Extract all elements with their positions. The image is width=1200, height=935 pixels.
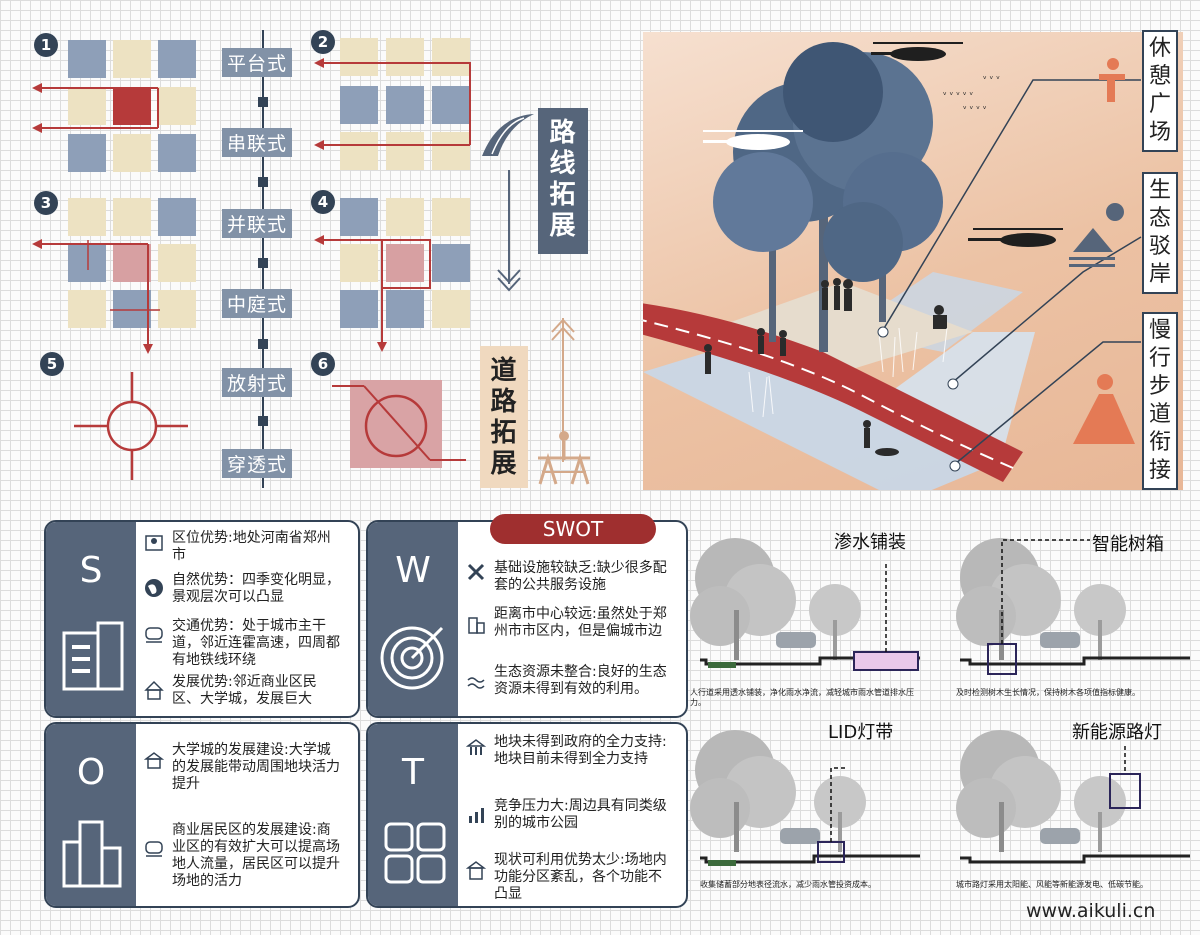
axis-marker <box>258 339 268 349</box>
tools-icon <box>467 563 485 581</box>
section-title: LID灯带 <box>828 722 894 743</box>
section-smart-tree-box: 智能树箱 及时检测树木生长情况，保持树木各项值指标健康。 <box>950 520 1195 716</box>
strength-item: 区位优势:地处河南省郑州市 <box>172 530 331 563</box>
route-type-label: 平台式 <box>222 48 293 77</box>
threats-letter: T <box>402 752 424 793</box>
school-icon <box>144 752 164 769</box>
section-title: 新能源路灯 <box>1072 722 1162 743</box>
section-caption: 城市路灯采用太阳能、风能等新能源发电、低碳节能。 <box>956 880 1148 889</box>
train-icon <box>145 841 163 857</box>
road-expand-label: 道路拓展 <box>480 346 528 488</box>
building-icon <box>62 621 124 691</box>
arrows-diagram-2 <box>314 58 471 150</box>
arrows-diagram-3 <box>32 239 160 354</box>
section-lid-light-strip: LID灯带 收集储蓄部分地表径流水，减少雨水管投资成本。 <box>690 712 940 902</box>
radial-diagram-5 <box>74 372 188 480</box>
swot-strengths: S 区位优势:地处河南省郑州市 自然优势：四季变化明显，景观层次可以凸显 交通优… <box>44 520 360 718</box>
weaknesses-letter: W <box>395 550 431 591</box>
section-caption: 收集储蓄部分地表径流水，减少雨水管投资成本。 <box>700 880 876 889</box>
route-type-label: 穿透式 <box>222 449 293 478</box>
section-illustration <box>956 730 1190 864</box>
grid-apps-icon <box>384 822 446 884</box>
svg-text:ᵛ ᵛ ᵛ: ᵛ ᵛ ᵛ <box>983 75 1000 85</box>
strength-item: 交通优势：处于城市主干道，邻近连霍高速，四周都有地铁线环绕 <box>172 618 340 668</box>
section-caption: 人行道采用透水铺装，净化雨水净流，减轻城市雨水管道排水压力。 <box>690 688 914 707</box>
route-type-label: 放射式 <box>222 368 293 397</box>
strengths-letter: S <box>79 550 103 591</box>
road-curve-icon <box>482 114 534 156</box>
arrows-diagram-4 <box>314 235 431 352</box>
section-title: 智能树箱 <box>1092 534 1164 555</box>
threat-item: 竞争压力大:周边具有同类级别的城市公园 <box>494 798 667 831</box>
axis-marker <box>258 258 268 268</box>
watermark: www.aikuli.cn <box>1026 900 1156 922</box>
swot-weaknesses: W 基础设施较缺乏:缺少很多配套的公共服务设施 距离市中心较远:虽然处于郑州市市… <box>366 520 688 718</box>
skyscraper-icon <box>62 820 122 888</box>
penetrate-diagram-6 <box>332 385 466 461</box>
opportunities-letter: O <box>76 752 106 793</box>
plaza-illustration: ᵛ ᵛ ᵛ ᵛ ᵛ ᵛ ᵛ ᵛ ᵛ ᵛ ᵛ ᵛ <box>632 42 1142 502</box>
section-illustration <box>690 730 920 866</box>
badge-5: 5 <box>40 352 64 376</box>
bridge-icon <box>538 431 590 485</box>
swot-opportunities: O 大学城的发展建设:大学城的发展能带动周围地块活力提升 商业居民区的发展建设:… <box>44 722 360 908</box>
government-icon <box>466 739 486 755</box>
axis-marker <box>258 177 268 187</box>
opportunity-item: 大学城的发展建设:大学城的发展能带动周围地块活力提升 <box>172 742 340 792</box>
opportunity-item: 商业居民区的发展建设:商业区的有效扩大可以提高场地人流量，居民区可以提升场地的活… <box>172 822 340 889</box>
bar-chart-icon <box>469 808 484 823</box>
weakness-item: 生态资源未整合:良好的生态资源未得到有效的利用。 <box>494 664 667 697</box>
svg-text:ᵛ ᵛ ᵛ ᵛ ᵛ: ᵛ ᵛ ᵛ ᵛ ᵛ <box>943 91 973 101</box>
badge-4: 4 <box>311 190 335 214</box>
weakness-item: 距离市中心较远:虽然处于郑州市市区内，但是偏城市边 <box>494 606 667 639</box>
map-pin-icon <box>145 535 163 551</box>
section-illustration <box>690 538 920 671</box>
section-permeable-paving: 渗水铺装 人行道采用透水铺装，净化雨水净流，减轻城市雨水管道排水压力。 <box>690 520 940 716</box>
badge-2: 2 <box>311 30 335 54</box>
callout-slow-walk: 慢行步道衔接 <box>1142 312 1178 490</box>
swot-threats: T 地块未得到政府的全力支持:地块目前未得到全力支持 竞争压力大:周边具有同类级… <box>366 722 688 908</box>
plaza-scene: ᵛ ᵛ ᵛ ᵛ ᵛ ᵛ ᵛ ᵛ ᵛ ᵛ ᵛ ᵛ <box>632 32 1183 502</box>
section-illustration <box>956 538 1190 675</box>
route-type-label: 中庭式 <box>222 289 293 318</box>
target-icon <box>380 626 444 690</box>
strength-item: 自然优势：四季变化明显，景观层次可以凸显 <box>172 572 340 605</box>
globe-icon <box>145 579 163 597</box>
section-title: 渗水铺装 <box>834 532 906 553</box>
train-icon <box>145 627 163 643</box>
city-icon <box>468 617 485 634</box>
callout-eco-bank: 生态驳岸 <box>1142 172 1178 294</box>
route-type-label: 串联式 <box>222 128 293 157</box>
badge-3: 3 <box>34 191 58 215</box>
badge-6: 6 <box>311 352 335 376</box>
axis-marker <box>258 416 268 426</box>
down-arrow-icon <box>497 170 521 292</box>
section-new-energy-lamp: 新能源路灯 城市路灯采用太阳能、风能等新能源发电、低碳节能。 <box>950 712 1195 902</box>
threat-item: 地块未得到政府的全力支持:地块目前未得到全力支持 <box>494 734 667 767</box>
weakness-item: 基础设施较缺乏:缺少很多配套的公共服务设施 <box>494 560 667 593</box>
threat-item: 现状可利用优势太少:场地内功能分区紊乱，各个功能不凸显 <box>494 852 667 902</box>
swot-title: SWOT <box>490 514 656 544</box>
route-type-label: 并联式 <box>222 209 293 238</box>
strength-item: 发展优势:邻近商业区民区、大学城，发展巨大 <box>172 674 317 707</box>
waves-icon <box>467 677 485 689</box>
axis-marker <box>258 97 268 107</box>
route-expand-label: 路线拓展 <box>538 108 588 254</box>
weaknesses-tab <box>368 522 458 716</box>
building-small-icon <box>466 861 486 880</box>
house-icon <box>144 680 164 700</box>
section-caption: 及时检测树木生长情况，保持树木各项值指标健康。 <box>956 688 1140 697</box>
badge-1: 1 <box>34 33 58 57</box>
svg-text:ᵛ ᵛ ᵛ ᵛ: ᵛ ᵛ ᵛ ᵛ <box>963 105 987 115</box>
arrows-diagram-1 <box>32 83 159 133</box>
callout-rest-plaza: 休憩广场 <box>1142 30 1178 152</box>
